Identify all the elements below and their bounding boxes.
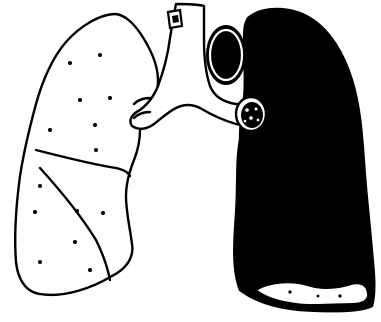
dot — [101, 211, 105, 215]
dot — [93, 123, 97, 127]
dot — [73, 240, 77, 244]
dot — [38, 184, 42, 188]
marker-inner — [172, 15, 179, 23]
dot — [98, 53, 102, 57]
speckle — [249, 116, 253, 120]
dot — [78, 98, 82, 102]
speckle — [257, 119, 260, 122]
mass-outer — [206, 25, 246, 85]
speckle — [317, 295, 320, 298]
dot — [48, 128, 52, 132]
dot — [88, 268, 92, 272]
tracheal-marker — [168, 10, 182, 28]
dot — [108, 96, 112, 100]
speckle — [338, 294, 341, 297]
speckle — [244, 120, 247, 123]
dot — [75, 209, 79, 213]
speckle — [245, 108, 249, 112]
dot — [94, 148, 98, 152]
speckle — [255, 108, 258, 111]
hilar-node — [236, 97, 266, 131]
aortic-arch-mass — [206, 25, 246, 85]
speckle — [288, 290, 291, 293]
dot — [33, 210, 37, 214]
node-core — [241, 102, 263, 128]
dot — [68, 61, 72, 65]
dot — [38, 260, 42, 264]
